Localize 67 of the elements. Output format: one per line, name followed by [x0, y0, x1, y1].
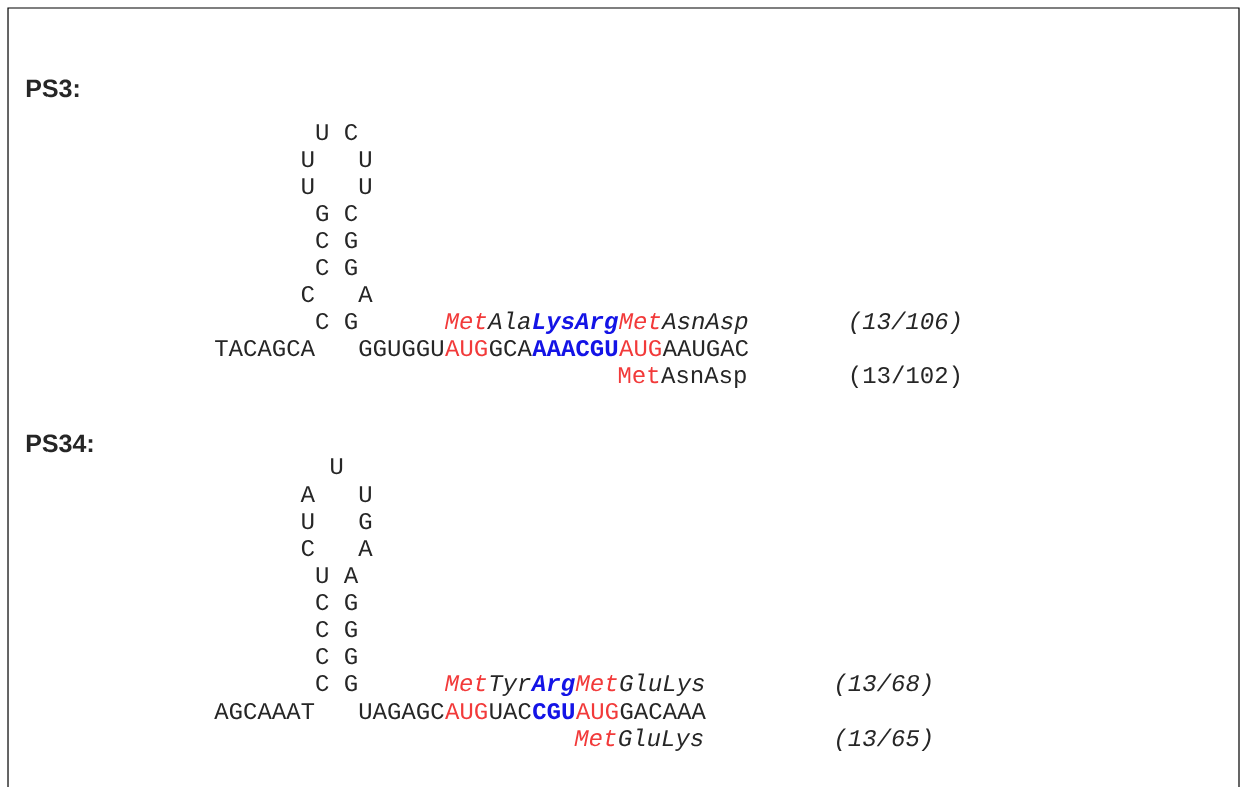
amino-acid-sequence: Met — [574, 730, 616, 747]
ratio-label: (13/102) — [851, 365, 959, 388]
nucleotide-letter: U — [316, 567, 328, 584]
nucleotide-letter: G — [345, 593, 357, 611]
nucleotide-letter: C — [301, 285, 314, 303]
nucleotide-letter: U — [359, 178, 371, 195]
rna-sequence: TACAGCA — [215, 339, 315, 357]
nucleotide-letter: G — [359, 512, 372, 530]
nucleotide-letter: C — [345, 204, 358, 222]
rna-sequence: GACAAA — [620, 702, 706, 720]
nucleotide-letter: G — [345, 258, 357, 276]
rna-sequence: GGUGGU — [359, 339, 443, 357]
amino-acid-sequence: GluLys — [619, 728, 703, 751]
nucleotide-letter: U — [359, 151, 371, 168]
nucleotide-letter: U — [331, 458, 343, 475]
nucleotide-letter: C — [316, 647, 329, 665]
amino-acid-sequence: LysArg — [533, 313, 619, 335]
rna-sequence: AUG — [575, 702, 618, 720]
nucleotide-letter: C — [316, 231, 329, 249]
rna-sequence: UAC — [490, 702, 531, 720]
ratio-label: (13/106) — [851, 311, 960, 334]
ratio-label: (13/68) — [837, 673, 931, 696]
rna-sequence: CGU — [533, 702, 574, 720]
nucleotide-letter: C — [316, 593, 329, 611]
amino-acid-sequence: Tyr — [490, 675, 531, 696]
nucleotide-letter: C — [316, 620, 329, 638]
nucleotide-letter: A — [358, 540, 373, 556]
rna-sequence: AAUGAC — [662, 339, 749, 357]
nucleotide-letter: U — [316, 124, 328, 141]
amino-acid-sequence: AsnAsp — [661, 367, 746, 388]
nucleotide-letter: U — [359, 486, 371, 503]
section-heading: PS3: — [26, 79, 79, 98]
nucleotide-letter: U — [302, 513, 314, 530]
nucleotide-letter: C — [345, 123, 358, 141]
amino-acid-sequence: Met — [444, 313, 486, 330]
rna-sequence: AUG — [445, 339, 487, 357]
rna-sequence: AGCAAAT — [214, 702, 315, 720]
nucleotide-letter: G — [345, 647, 357, 665]
nucleotide-letter: A — [343, 567, 359, 583]
nucleotide-letter: U — [302, 178, 314, 195]
amino-acid-sequence: Arg — [530, 675, 575, 697]
rna-sequence: GCA — [489, 339, 532, 357]
nucleotide-letter: G — [345, 312, 357, 330]
amino-acid-sequence: Met — [444, 675, 486, 692]
amino-acid-sequence: Met — [575, 675, 617, 692]
rna-sequence: AUG — [619, 339, 661, 357]
nucleotide-letter: A — [300, 486, 315, 502]
nucleotide-letter: C — [316, 258, 329, 276]
nucleotide-letter: G — [345, 620, 357, 638]
nucleotide-letter: C — [316, 674, 329, 692]
rna-sequence: AUG — [445, 702, 487, 720]
nucleotide-letter: C — [301, 539, 314, 557]
nucleotide-letter: G — [345, 674, 357, 692]
nucleotide-letter: G — [345, 231, 357, 249]
nucleotide-letter: C — [316, 312, 329, 330]
amino-acid-sequence: GluLys — [620, 673, 704, 696]
nucleotide-letter: G — [316, 204, 328, 222]
rna-sequence: AAACGU — [532, 339, 618, 357]
amino-acid-sequence: Ala — [487, 311, 530, 330]
ratio-label: (13/65) — [837, 728, 931, 751]
amino-acid-sequence: Met — [618, 313, 660, 330]
nucleotide-letter: A — [358, 286, 373, 302]
nucleotide-letter: U — [302, 151, 314, 168]
amino-acid-sequence: Met — [618, 367, 659, 384]
section-heading: PS34: — [26, 434, 93, 453]
rna-sequence: UAGAGC — [359, 702, 444, 720]
amino-acid-sequence: AsnAsp — [661, 313, 748, 334]
